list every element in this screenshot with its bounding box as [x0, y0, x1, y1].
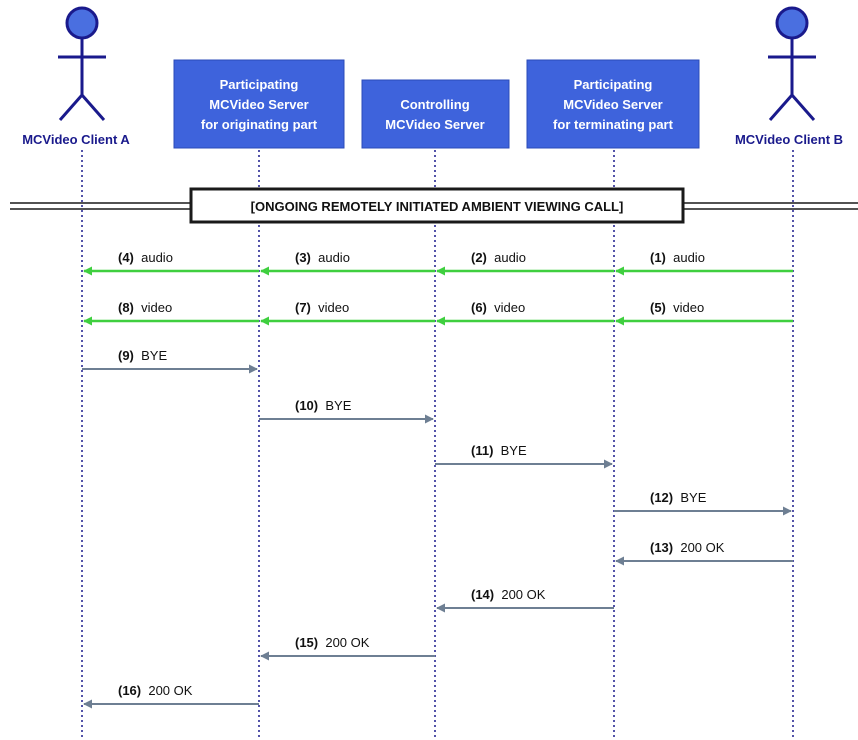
message-10: (10) BYE: [259, 398, 434, 424]
server-term-line-1: Participating: [574, 77, 653, 92]
message-1: (1) audio: [615, 250, 793, 276]
message-number: (9): [118, 348, 134, 363]
message-label: (5) video: [650, 300, 704, 315]
message-number: (15): [295, 635, 318, 650]
server-box-terminating: Participating MCVideo Server for termina…: [526, 59, 700, 149]
actor-client-b: MCVideo Client B: [735, 6, 843, 147]
message-label: (1) audio: [650, 250, 705, 265]
actor-client-a: MCVideo Client A: [22, 6, 130, 147]
message-text: 200 OK: [141, 683, 193, 698]
message-text: BYE: [673, 490, 707, 505]
message-text: BYE: [134, 348, 168, 363]
message-number: (3): [295, 250, 311, 265]
server-term-line-3: for terminating part: [553, 117, 674, 132]
message-number: (16): [118, 683, 141, 698]
message-16: (16) 200 OK: [83, 683, 259, 709]
server-orig-line-2: MCVideo Server: [209, 97, 308, 112]
message-label: (13) 200 OK: [650, 540, 725, 555]
message-text: BYE: [493, 443, 527, 458]
message-number: (6): [471, 300, 487, 315]
call-banner: [ONGOING REMOTELY INITIATED AMBIENT VIEW…: [189, 187, 685, 224]
actor-label-client-a: MCVideo Client A: [22, 132, 130, 147]
stick-figure-icon: [58, 6, 106, 121]
message-number: (14): [471, 587, 494, 602]
message-6: (6) video: [436, 300, 614, 326]
message-7: (7) video: [260, 300, 435, 326]
message-text: 200 OK: [494, 587, 546, 602]
message-label: (10) BYE: [295, 398, 352, 413]
message-label: (7) video: [295, 300, 349, 315]
message-8: (8) video: [83, 300, 259, 326]
message-text: video: [134, 300, 172, 315]
message-number: (4): [118, 250, 134, 265]
message-text: 200 OK: [318, 635, 370, 650]
message-3: (3) audio: [260, 250, 435, 276]
server-ctrl-line-2: MCVideo Server: [385, 117, 484, 132]
message-14: (14) 200 OK: [436, 587, 614, 613]
message-number: (7): [295, 300, 311, 315]
call-banner-text: [ONGOING REMOTELY INITIATED AMBIENT VIEW…: [251, 199, 624, 214]
message-label: (15) 200 OK: [295, 635, 370, 650]
message-text: audio: [311, 250, 350, 265]
message-number: (11): [471, 443, 493, 458]
message-13: (13) 200 OK: [615, 540, 793, 566]
message-number: (2): [471, 250, 487, 265]
message-label: (4) audio: [118, 250, 173, 265]
message-label: (11) BYE: [471, 443, 527, 458]
message-text: 200 OK: [673, 540, 725, 555]
message-label: (9) BYE: [118, 348, 167, 363]
message-text: video: [487, 300, 525, 315]
message-label: (14) 200 OK: [471, 587, 546, 602]
server-box-originating: Participating MCVideo Server for origina…: [173, 59, 345, 149]
message-label: (16) 200 OK: [118, 683, 193, 698]
message-label: (3) audio: [295, 250, 350, 265]
message-4: (4) audio: [83, 250, 259, 276]
message-number: (1): [650, 250, 666, 265]
message-label: (12) BYE: [650, 490, 707, 505]
message-text: BYE: [318, 398, 352, 413]
actor-label-client-b: MCVideo Client B: [735, 132, 843, 147]
message-number: (12): [650, 490, 673, 505]
message-text: audio: [487, 250, 526, 265]
message-12: (12) BYE: [614, 490, 792, 516]
message-text: video: [311, 300, 349, 315]
message-label: (6) video: [471, 300, 525, 315]
server-orig-line-1: Participating: [220, 77, 299, 92]
message-number: (5): [650, 300, 666, 315]
server-term-line-2: MCVideo Server: [563, 97, 662, 112]
server-ctrl-line-1: Controlling: [400, 97, 469, 112]
messages: (1) audio(2) audio(3) audio(4) audio(5) …: [82, 250, 793, 709]
message-number: (13): [650, 540, 673, 555]
message-text: audio: [134, 250, 173, 265]
message-label: (8) video: [118, 300, 172, 315]
server-orig-line-3: for originating part: [201, 117, 318, 132]
message-2: (2) audio: [436, 250, 614, 276]
message-label: (2) audio: [471, 250, 526, 265]
message-number: (8): [118, 300, 134, 315]
message-15: (15) 200 OK: [260, 635, 435, 661]
message-11: (11) BYE: [435, 443, 613, 469]
message-5: (5) video: [615, 300, 793, 326]
lifelines: [81, 150, 794, 740]
message-text: audio: [666, 250, 705, 265]
stick-figure-icon: [768, 6, 816, 121]
message-9: (9) BYE: [82, 348, 258, 374]
server-box-controlling: Controlling MCVideo Server: [361, 79, 510, 149]
message-number: (10): [295, 398, 318, 413]
message-text: video: [666, 300, 704, 315]
